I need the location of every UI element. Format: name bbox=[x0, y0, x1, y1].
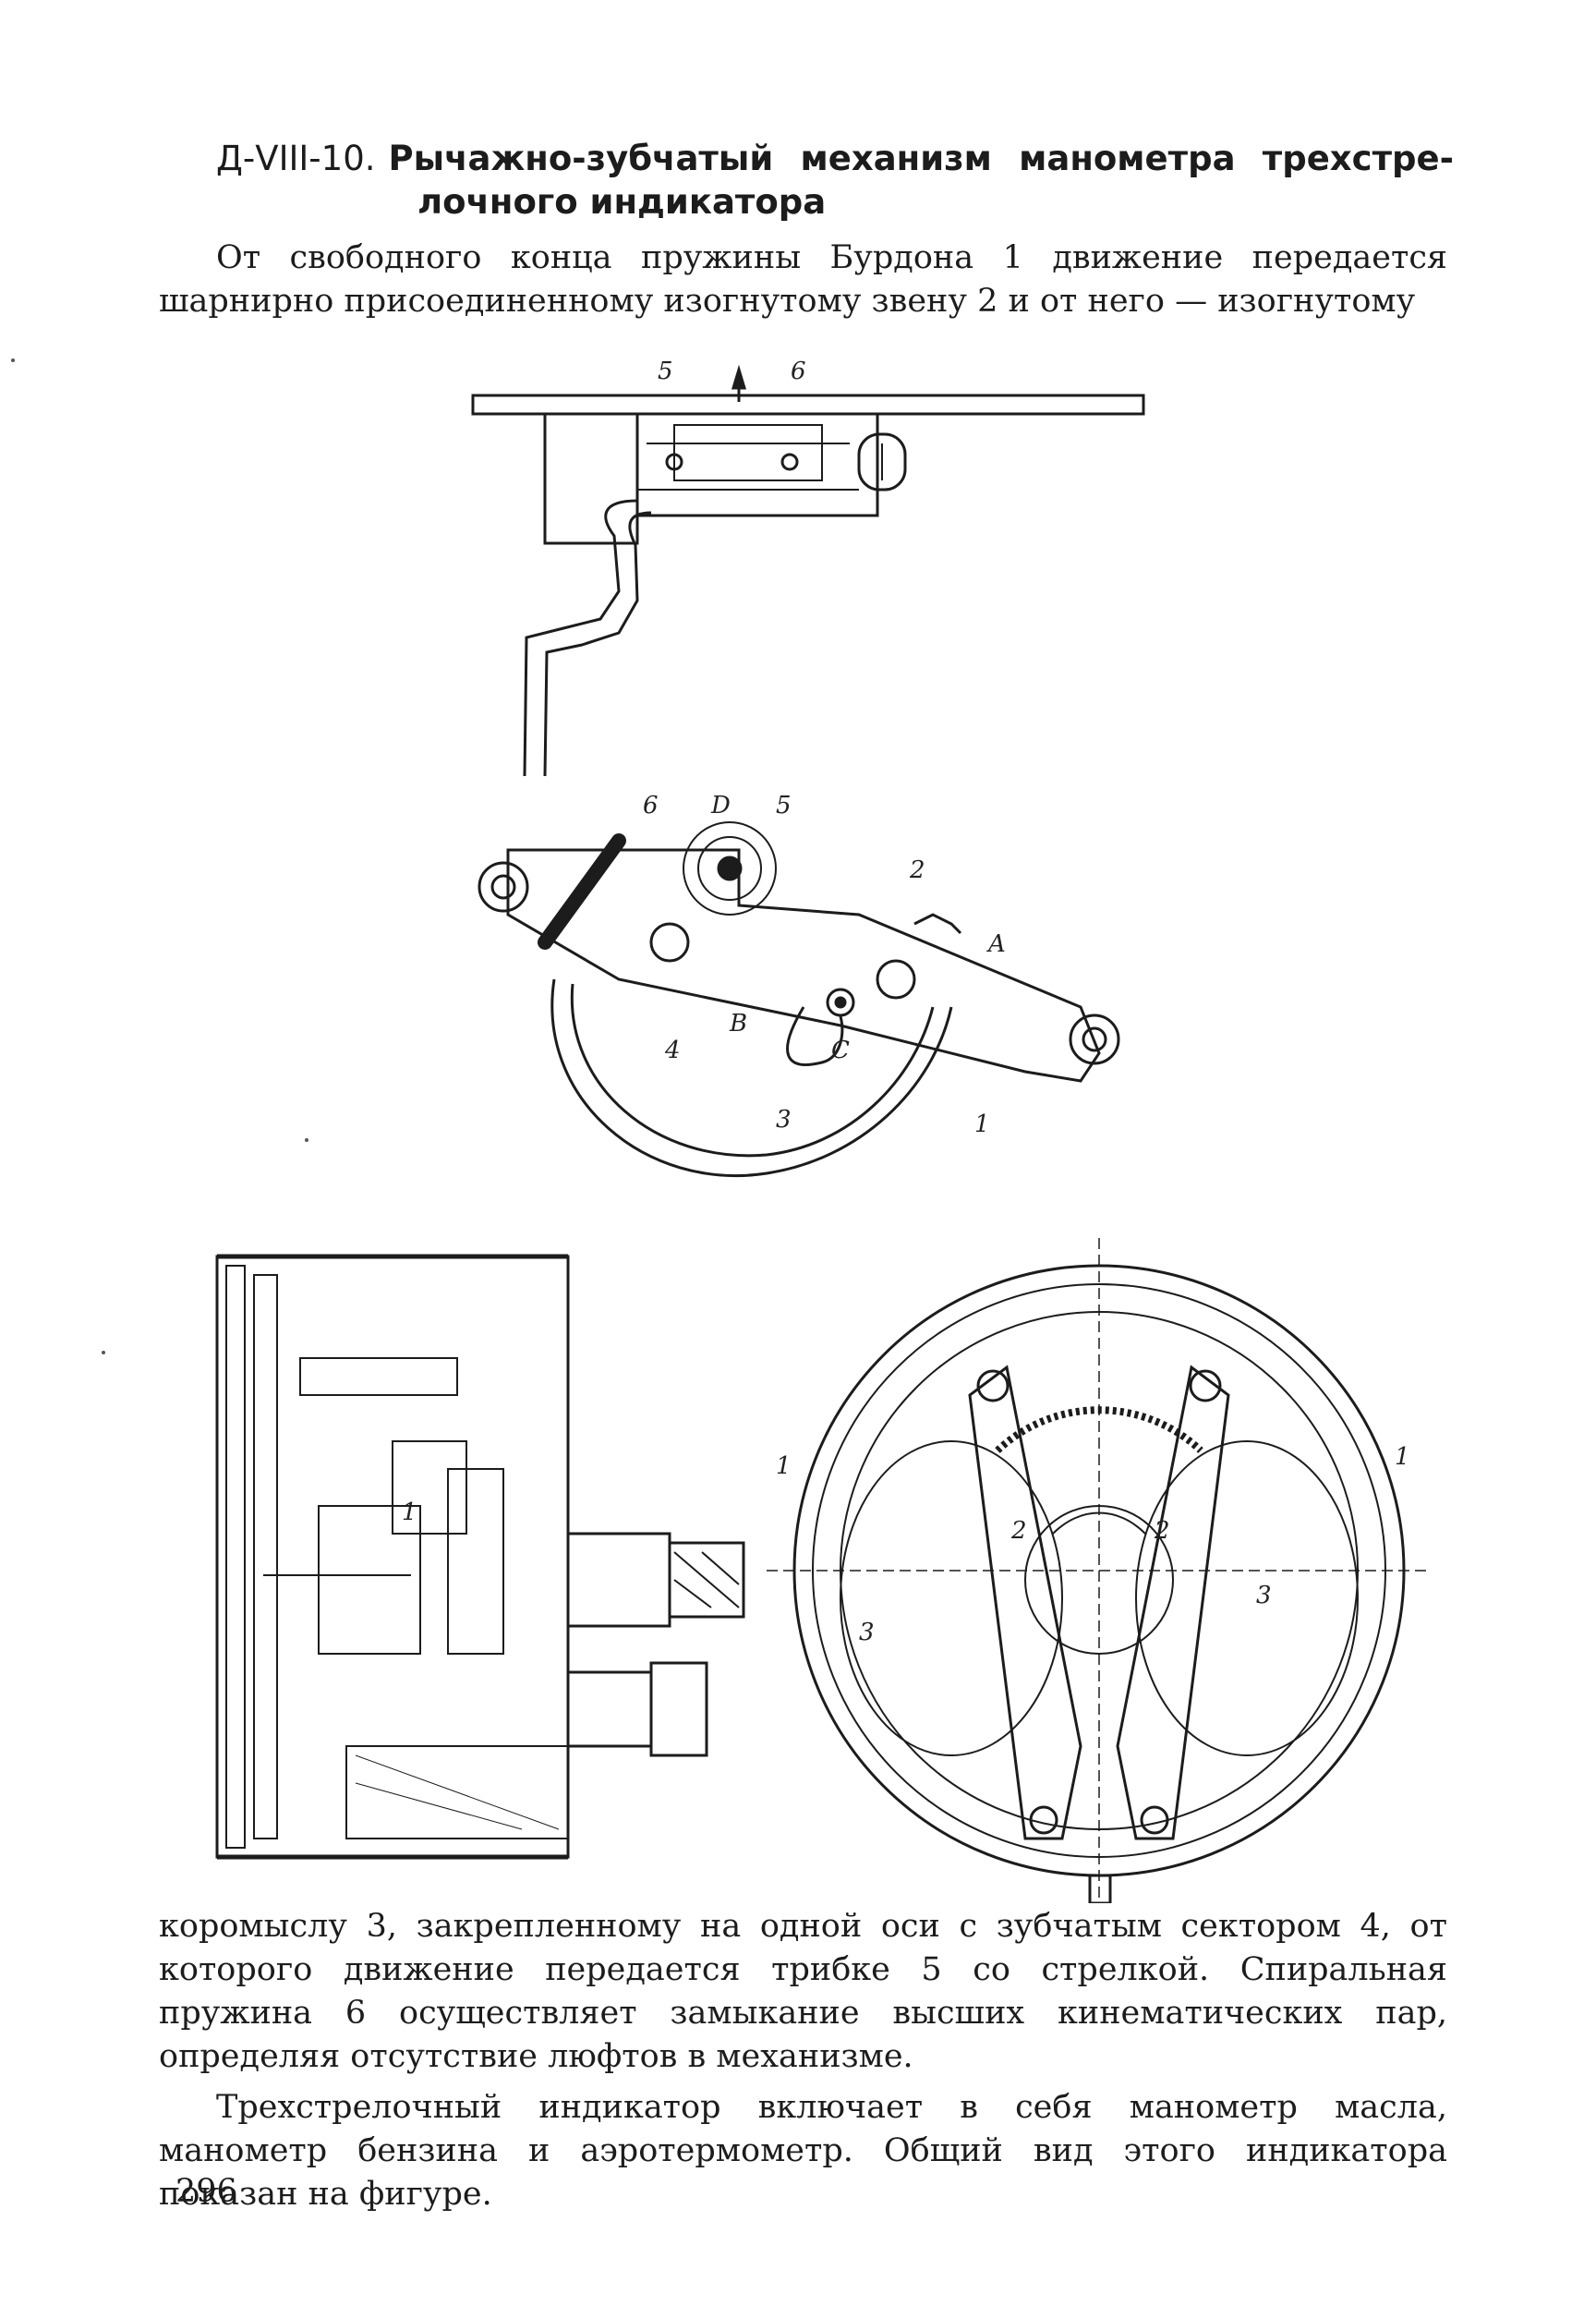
paragraph-intro-text: От свободного конца пружины Бурдона 1 дв… bbox=[159, 239, 1447, 320]
label-1: 1 bbox=[974, 1111, 990, 1138]
figure-dial: 1 1 2 2 3 3 bbox=[757, 1229, 1441, 1903]
label-1-left: 1 bbox=[776, 1452, 792, 1480]
scan-speck bbox=[102, 1351, 105, 1354]
page-number: 296 bbox=[175, 2173, 237, 2210]
scan-speck bbox=[11, 358, 15, 362]
section-heading: Д-VIII-10. Рычажно-зубчатый механизм ман… bbox=[216, 139, 1454, 222]
label-a: A bbox=[986, 930, 1006, 958]
section-title-line2: лочного индикатора bbox=[417, 182, 827, 222]
label-5: 5 bbox=[658, 358, 673, 385]
label-1-right: 1 bbox=[1395, 1443, 1410, 1471]
scan-speck bbox=[305, 1138, 308, 1142]
title-word: манометра bbox=[1019, 139, 1236, 178]
paragraph-intro: От свободного конца пружины Бурдона 1 дв… bbox=[159, 237, 1447, 323]
paragraph-mechanism: коромыслу 3, закрепленному на одной оси … bbox=[159, 1905, 1447, 2079]
section-title-line1: Рычажно-зубчатый механизм манометра трех… bbox=[389, 139, 1455, 178]
figure-top-view: 5 6 bbox=[462, 351, 1164, 785]
figure-mechanism: 6 D 5 2 A 4 B C 3 1 bbox=[434, 795, 1173, 1183]
label-6: 6 bbox=[643, 795, 659, 819]
label-b: B bbox=[729, 1010, 747, 1038]
label-d: D bbox=[710, 795, 731, 819]
paragraph-indicator: Трехстрелочный индикатор включает в себя… bbox=[159, 2086, 1447, 2216]
label-5: 5 bbox=[776, 795, 792, 819]
title-word: трехстре- bbox=[1262, 139, 1454, 178]
label-4: 4 bbox=[664, 1037, 681, 1064]
label-2-left: 2 bbox=[1010, 1517, 1027, 1545]
label-2-right: 2 bbox=[1154, 1517, 1170, 1545]
label-6: 6 bbox=[791, 358, 806, 385]
section-code: Д-VIII-10. bbox=[216, 139, 376, 178]
label-c: C bbox=[831, 1037, 850, 1064]
paragraph-indicator-text: Трехстрелочный индикатор включает в себя… bbox=[159, 2089, 1447, 2213]
paragraph-mechanism-text: коромыслу 3, закрепленному на одной оси … bbox=[159, 1908, 1447, 2075]
label-3-left: 3 bbox=[859, 1619, 875, 1646]
label-2: 2 bbox=[909, 856, 925, 884]
figure-section: 1 bbox=[208, 1229, 753, 1866]
label-1: 1 bbox=[402, 1499, 417, 1526]
title-word: механизм bbox=[800, 139, 992, 178]
label-3-right: 3 bbox=[1256, 1582, 1272, 1609]
title-word: Рычажно-зубчатый bbox=[388, 139, 774, 178]
label-3: 3 bbox=[776, 1106, 792, 1134]
